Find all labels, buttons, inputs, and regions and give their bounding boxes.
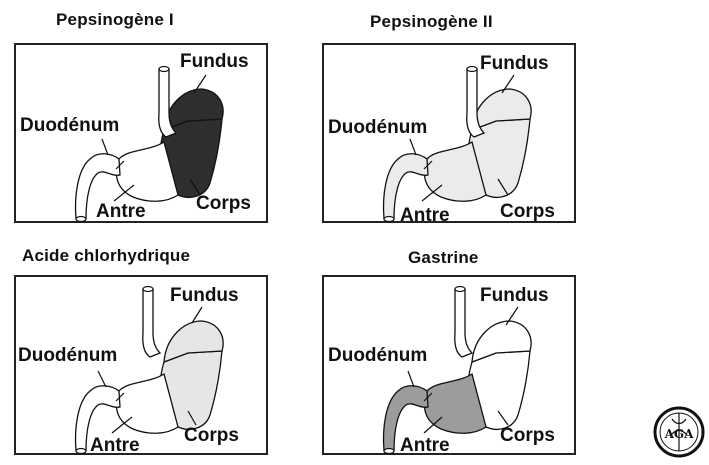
esophagus <box>455 289 472 357</box>
duodenum-opening <box>76 217 86 222</box>
esophagus <box>143 289 160 357</box>
corps-label: Corps <box>500 201 555 223</box>
aga-logo-text: AGA <box>664 427 695 441</box>
panel-title-pepsinogen-1: Pepsinogène I <box>56 10 174 30</box>
stomach-panel-gastrin: Fundus Duodénum Antre Corps <box>322 275 576 455</box>
stomach-panel-pepsinogen-2: Fundus Duodénum Antre Corps <box>322 43 576 223</box>
corps-label: Corps <box>184 425 239 447</box>
fundus-label: Fundus <box>480 53 549 75</box>
esophagus-opening <box>143 287 153 292</box>
duodenum-leader-line <box>408 371 414 387</box>
corps-label: Corps <box>196 193 251 215</box>
esophagus-opening <box>159 67 169 72</box>
corps-label: Corps <box>500 425 555 447</box>
duodenum-label: Duodénum <box>20 115 119 137</box>
panel-title-pepsinogen-2: Pepsinogène II <box>370 12 493 32</box>
fundus-label: Fundus <box>180 51 249 73</box>
aga-logo: AGA <box>652 405 706 459</box>
antre-label: Antre <box>400 435 450 457</box>
panel-title-hydrochloric-acid: Acide chlorhydrique <box>22 246 190 266</box>
fundus-label: Fundus <box>480 285 549 307</box>
duodenum-label: Duodénum <box>328 117 427 139</box>
panel-title-gastrin: Gastrine <box>408 248 479 268</box>
duodenum-opening <box>384 217 394 222</box>
antre-label: Antre <box>90 435 140 457</box>
esophagus-opening <box>467 67 477 72</box>
stomach-panel-pepsinogen-1: Fundus Duodénum Antre Corps <box>14 43 268 223</box>
duodenum-opening <box>76 449 86 454</box>
duodenum-leader-line <box>102 139 108 155</box>
duodenum-label: Duodénum <box>18 345 117 367</box>
antre-label: Antre <box>400 205 450 227</box>
duodenum-leader-line <box>98 371 106 387</box>
antre-label: Antre <box>96 201 146 223</box>
duodenum-label: Duodénum <box>328 345 427 367</box>
duodenum-leader-line <box>410 139 416 155</box>
esophagus-opening <box>455 287 465 292</box>
fundus-label: Fundus <box>170 285 239 307</box>
stomach-panel-hydrochloric-acid: Fundus Duodénum Antre Corps <box>14 275 268 455</box>
duodenum-opening <box>384 449 394 454</box>
